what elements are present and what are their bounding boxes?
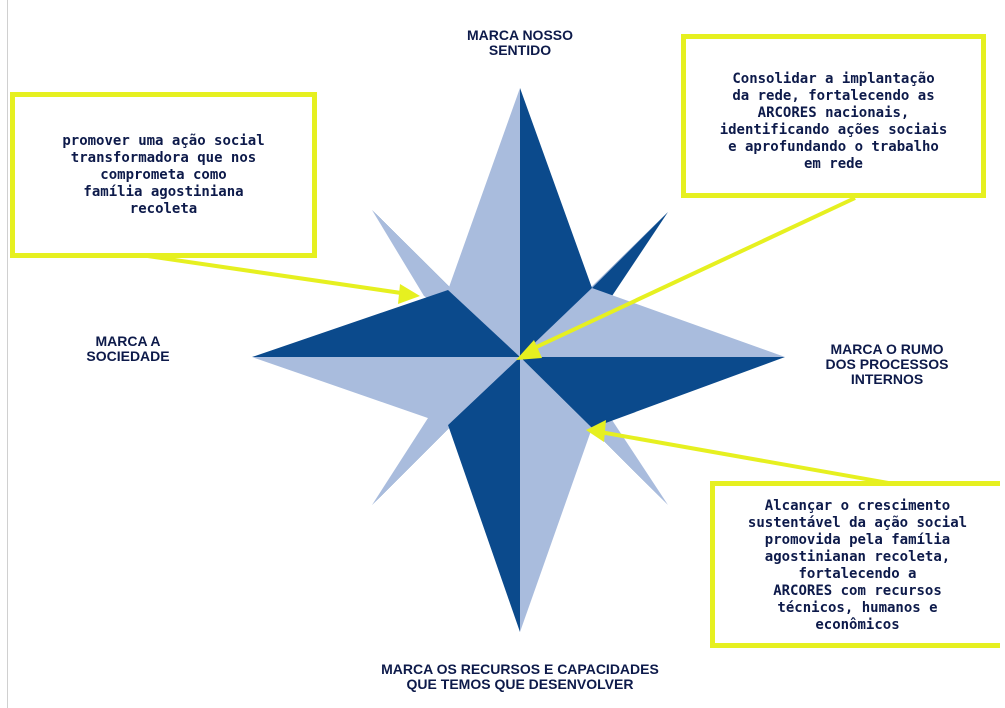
- callout-box-bottom-right: Alcançar o crescimento sustentável da aç…: [710, 481, 1000, 648]
- star-point-w-bottom: [252, 357, 520, 425]
- callout-arrows: [119, 196, 901, 487]
- arrow-bottomright-head: [586, 420, 606, 442]
- star-point-e-top: [520, 288, 785, 357]
- top-margin: [0, 0, 1005, 10]
- south-label: MARCA OS RECURSOS E CAPACIDADES QUE TEMO…: [381, 661, 659, 692]
- arrow-topright-head: [516, 340, 542, 360]
- callout-box-top-right: Consolidar a implantação da rede, fortal…: [681, 34, 986, 198]
- west-label: MARCA A SOCIEDADE: [86, 333, 170, 364]
- cardinal-points: [252, 88, 785, 632]
- star-point-n-left: [448, 88, 520, 357]
- arrow-bottomright-line: [599, 430, 901, 487]
- north-label: MARCA NOSSO SENTIDO: [466, 27, 574, 58]
- star-point-w-top: [252, 290, 520, 357]
- callout-box-left: promover uma ação social transformadora …: [10, 92, 317, 258]
- left-divider: [7, 0, 8, 708]
- star-point-s-right: [520, 357, 592, 632]
- star-point-e-bottom: [520, 357, 785, 428]
- arrow-left-line: [119, 250, 409, 296]
- arrow-left-head: [398, 284, 420, 304]
- arrow-topright-line: [529, 196, 856, 352]
- star-point-s-left: [448, 357, 520, 632]
- east-label: MARCA O RUMO DOS PROCESSOS INTERNOS: [825, 341, 949, 387]
- star-point-n-right: [520, 88, 592, 357]
